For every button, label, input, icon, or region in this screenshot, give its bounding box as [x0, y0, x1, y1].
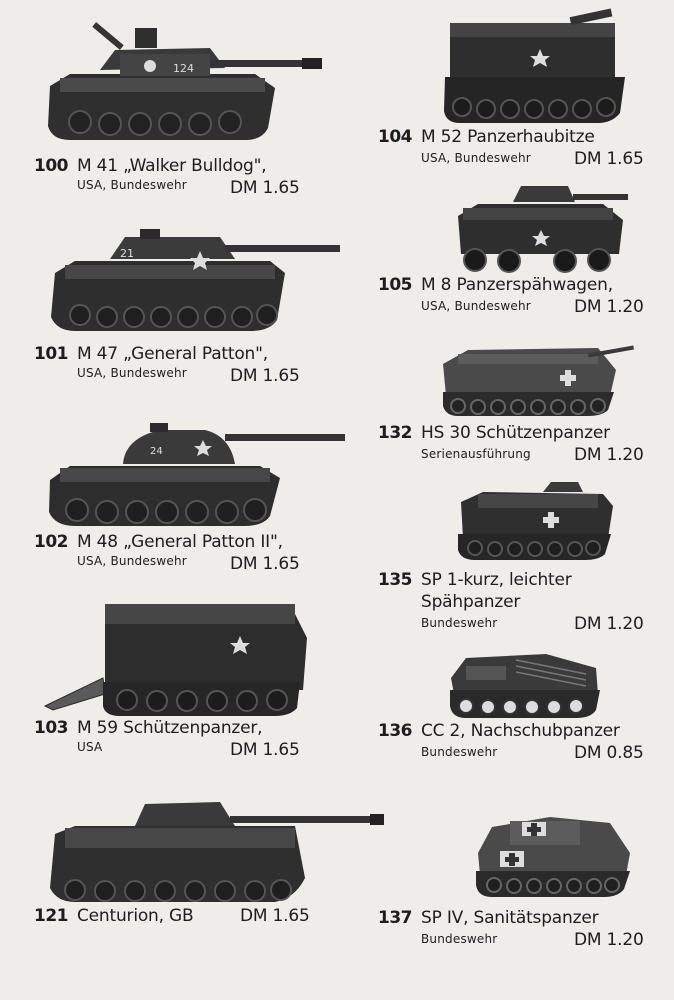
howitzer-model-icon — [444, 8, 625, 123]
item-number: 105 — [378, 275, 413, 295]
item-title: Centurion, GB — [77, 906, 194, 926]
item-title-line2: Spähpanzer — [421, 592, 521, 612]
item-number: 104 — [378, 127, 413, 147]
item-title: M 41 „Walker Bulldog", — [77, 156, 267, 176]
catalog-entry-105: 105 M 8 Panzerspähwagen, USA, Bundeswehr… — [378, 275, 658, 319]
armored-car-model-icon — [458, 186, 628, 273]
item-origin: USA, Bundeswehr — [421, 299, 531, 313]
item-number: 121 — [34, 906, 69, 926]
tank-model-icon: 21 — [51, 229, 340, 331]
item-title: HS 30 Schützenpanzer — [421, 423, 610, 443]
item-number: 101 — [34, 344, 69, 364]
model-marking: 21 — [120, 247, 134, 260]
item-title: SP IV, Sanitätspanzer — [421, 908, 599, 928]
catalog-entry-121: 121 Centurion, GB DM 1.65 — [34, 906, 314, 928]
catalog-entry-101: 101 M 47 „General Patton", USA, Bundeswe… — [34, 344, 314, 388]
m41-tank-image: 124 — [40, 8, 330, 158]
item-origin: Bundeswehr — [421, 616, 498, 630]
item-origin: USA, Bundeswehr — [77, 178, 187, 192]
item-price: DM 1.65 — [240, 906, 310, 926]
item-price: DM 1.65 — [230, 740, 300, 760]
m59-carrier-image — [43, 598, 310, 718]
supply-carrier-model-icon — [450, 654, 600, 718]
item-number: 137 — [378, 908, 413, 928]
catalog-entry-136: 136 CC 2, Nachschubpanzer Bundeswehr DM … — [378, 721, 658, 765]
m8-armored-car-image — [453, 180, 638, 275]
scout-carrier-model-icon — [458, 482, 613, 560]
catalog-entry-100: 100 M 41 „Walker Bulldog", USA, Bundeswe… — [34, 156, 314, 200]
item-title: M 8 Panzerspähwagen, — [421, 275, 613, 295]
model-marking: 124 — [173, 62, 194, 75]
item-price: DM 1.65 — [230, 178, 300, 198]
item-price: DM 1.20 — [574, 930, 644, 950]
item-origin: Bundeswehr — [421, 745, 498, 759]
item-price: DM 1.65 — [230, 366, 300, 386]
item-origin: Bundeswehr — [421, 932, 498, 946]
ambulance-carrier-model-icon — [476, 817, 630, 897]
armored-carrier-model-icon — [43, 604, 307, 716]
item-price: DM 1.65 — [230, 554, 300, 574]
item-price: DM 1.20 — [574, 297, 644, 317]
centurion-tank-image — [45, 798, 385, 908]
item-title: CC 2, Nachschubpanzer — [421, 721, 620, 741]
item-origin: USA — [77, 740, 103, 754]
item-number: 135 — [378, 570, 413, 590]
catalog-entry-103: 103 M 59 Schützenpanzer, USA DM 1.65 — [34, 718, 314, 762]
item-number: 132 — [378, 423, 413, 443]
item-price: DM 1.65 — [574, 149, 644, 169]
tank-model-icon — [50, 802, 384, 902]
sp1-carrier-image — [453, 480, 618, 565]
catalog-entry-135: 135 SP 1-kurz, leichter Spähpanzer Bunde… — [378, 570, 658, 636]
item-origin: USA, Bundeswehr — [421, 151, 531, 165]
m48-tank-image: 24 — [45, 420, 350, 530]
model-marking: 24 — [150, 446, 163, 457]
hs30-carrier-image — [438, 340, 638, 420]
item-title: M 47 „General Patton", — [77, 344, 268, 364]
catalog-entry-132: 132 HS 30 Schützenpanzer Serienausführun… — [378, 423, 658, 467]
item-price: DM 0.85 — [574, 743, 644, 763]
item-origin: Serienausführung — [421, 447, 531, 461]
item-origin: USA, Bundeswehr — [77, 366, 187, 380]
item-title: M 59 Schützenpanzer, — [77, 718, 263, 738]
item-number: 100 — [34, 156, 69, 176]
item-title: SP 1-kurz, leichter — [421, 570, 572, 590]
m52-howitzer-image — [440, 5, 630, 130]
item-price: DM 1.20 — [574, 445, 644, 465]
infantry-carrier-model-icon — [443, 345, 634, 416]
item-number: 136 — [378, 721, 413, 741]
catalog-entry-104: 104 M 52 Panzerhaubitze USA, Bundeswehr … — [378, 127, 658, 171]
tank-model-icon: 124 — [48, 22, 322, 140]
tank-model-icon: 24 — [49, 423, 345, 526]
sp4-ambulance-image — [470, 813, 635, 903]
catalog-entry-137: 137 SP IV, Sanitätspanzer Bundeswehr DM … — [378, 908, 658, 952]
item-number: 102 — [34, 532, 69, 552]
cc2-carrier-image — [446, 648, 606, 723]
item-title: M 52 Panzerhaubitze — [421, 127, 595, 147]
item-price: DM 1.20 — [574, 614, 644, 634]
item-title: M 48 „General Patton II", — [77, 532, 283, 552]
catalog-entry-102: 102 M 48 „General Patton II", USA, Bunde… — [34, 532, 314, 576]
item-origin: USA, Bundeswehr — [77, 554, 187, 568]
item-number: 103 — [34, 718, 69, 738]
m47-tank-image: 21 — [45, 225, 345, 340]
